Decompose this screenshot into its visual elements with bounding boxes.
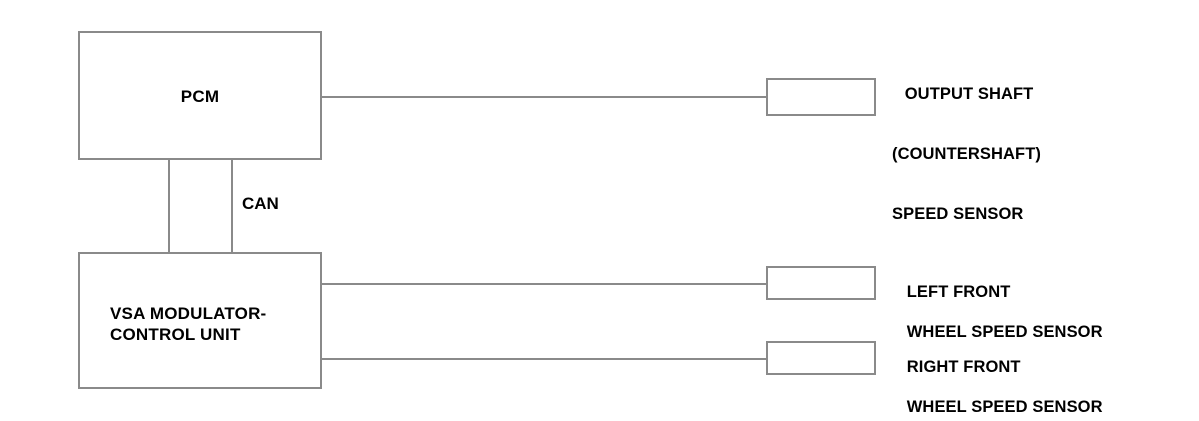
pcm-module-box — [78, 31, 322, 160]
wire-vsa-to-left-front-sensor — [321, 283, 768, 285]
right-front-sensor-line-2: WHEEL SPEED SENSOR — [906, 398, 1103, 416]
right-front-wheel-speed-sensor-label: RIGHT FRONT WHEEL SPEED SENSOR — [888, 337, 1103, 421]
output-shaft-speed-sensor-label: OUTPUT SHAFT (COUNTERSHAFT) SPEED SENSOR — [886, 64, 1041, 264]
pcm-module-label: PCM — [180, 87, 220, 106]
can-bus-line-right — [231, 158, 233, 254]
output-shaft-speed-sensor-box — [766, 78, 876, 116]
right-front-sensor-line-1: RIGHT FRONT — [906, 358, 1021, 376]
can-bus-label: CAN — [242, 194, 279, 213]
output-shaft-sensor-line-2: (COUNTERSHAFT) — [892, 145, 1041, 163]
vsa-modulator-control-unit-box — [78, 252, 322, 389]
wire-pcm-to-output-shaft-sensor — [321, 96, 768, 98]
output-shaft-sensor-line-1: OUTPUT SHAFT — [904, 85, 1034, 103]
left-front-wheel-speed-sensor-box — [766, 266, 876, 300]
left-front-wheel-speed-sensor-label: LEFT FRONT WHEEL SPEED SENSOR — [888, 262, 1103, 362]
output-shaft-sensor-line-3: SPEED SENSOR — [892, 205, 1024, 223]
right-front-wheel-speed-sensor-box — [766, 341, 876, 375]
can-bus-line-left — [168, 158, 170, 254]
vsa-modulator-control-unit-label: VSA MODULATOR- CONTROL UNIT — [110, 304, 267, 344]
wire-vsa-to-right-front-sensor — [321, 358, 768, 360]
left-front-sensor-line-2: WHEEL SPEED SENSOR — [906, 323, 1103, 341]
left-front-sensor-line-1: LEFT FRONT — [906, 283, 1011, 301]
